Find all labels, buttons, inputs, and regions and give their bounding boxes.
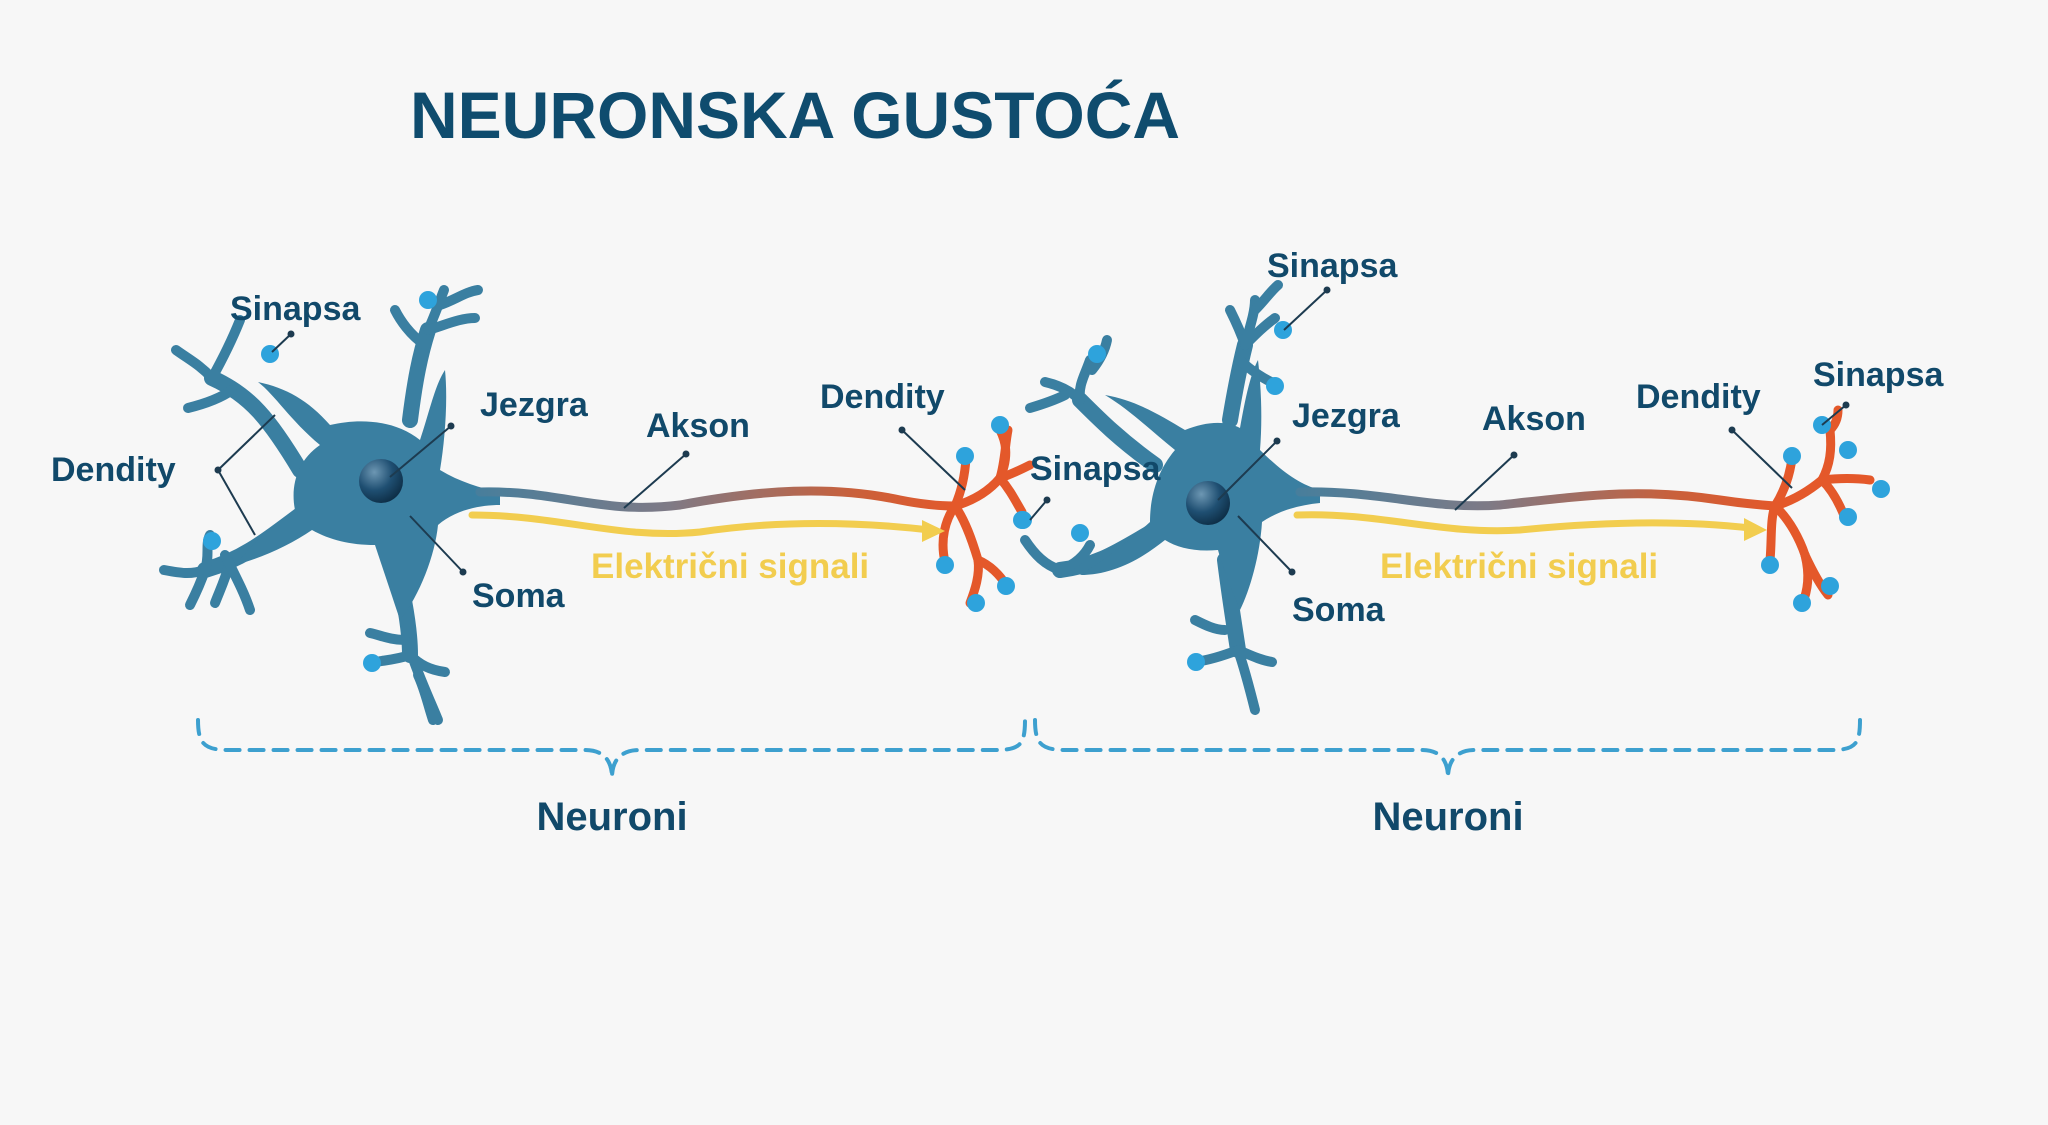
- neuron-2-label-soma: Soma: [1292, 591, 1386, 629]
- neuron-1-label-signals: Električni signali: [591, 547, 869, 586]
- neuron-2-label-synapse-left: Sinapsa: [1030, 450, 1161, 488]
- neuron-1: Sinapsa Dendity Jezgra Soma Akson Dendit…: [51, 285, 1035, 725]
- neuron-1-signal-arrowhead: [922, 520, 945, 542]
- neuron-1-label-soma: Soma: [472, 577, 566, 615]
- neuron-2-signal-arrow: [1293, 511, 1754, 535]
- neuron-1-label-axon: Akson: [646, 407, 750, 445]
- neuron-group-label-2: Neuroni: [1372, 795, 1523, 839]
- neuron-group-label-1: Neuroni: [536, 795, 687, 839]
- neuron-2-label-signals: Električni signali: [1380, 547, 1658, 586]
- neuron-2-axon: [1295, 487, 1780, 511]
- neuron-group-brace-1: [196, 718, 1027, 779]
- neuron-1-leaders: [214, 330, 966, 576]
- page-title: NEURONSKA GUSTOĆA: [410, 78, 1180, 152]
- neuron-2-nucleus: [1186, 481, 1230, 525]
- neuron-1-label-dendrites-right: Dendity: [820, 378, 945, 416]
- neuron-1-axon: [475, 486, 960, 512]
- neuron-2-leaders: [1029, 286, 1850, 576]
- neuron-1-synapse-bulbs: [203, 291, 1031, 672]
- neuron-2-label-nucleus: Jezgra: [1292, 397, 1401, 435]
- neuron-2-dendrites: [1020, 280, 1283, 715]
- neuron-2-label-dendrites-right: Dendity: [1636, 378, 1761, 416]
- neuron-1-nucleus: [359, 459, 403, 503]
- neuron-2: Sinapsa Sinapsa Jezgra Soma Akson Dendit…: [1014, 247, 1944, 715]
- neuron-1-label-synapse: Sinapsa: [230, 290, 361, 328]
- neuron-1-signal-arrow: [468, 511, 934, 538]
- neuron-group-brace-2: [1033, 718, 1862, 779]
- neuron-2-synapse-bulbs: [1014, 321, 1890, 671]
- neuron-2-signal-arrowhead: [1744, 518, 1767, 541]
- neuron-2-label-synapse-right: Sinapsa: [1813, 356, 1944, 394]
- neuron-2-label-synapse-top: Sinapsa: [1267, 247, 1398, 285]
- neuron-2-axon-terminals: [1765, 405, 1875, 610]
- neuron-2-label-axon: Akson: [1482, 400, 1586, 438]
- neuron-1-label-nucleus: Jezgra: [480, 386, 589, 424]
- neuron-1-label-dendrites-left: Dendity: [51, 451, 176, 489]
